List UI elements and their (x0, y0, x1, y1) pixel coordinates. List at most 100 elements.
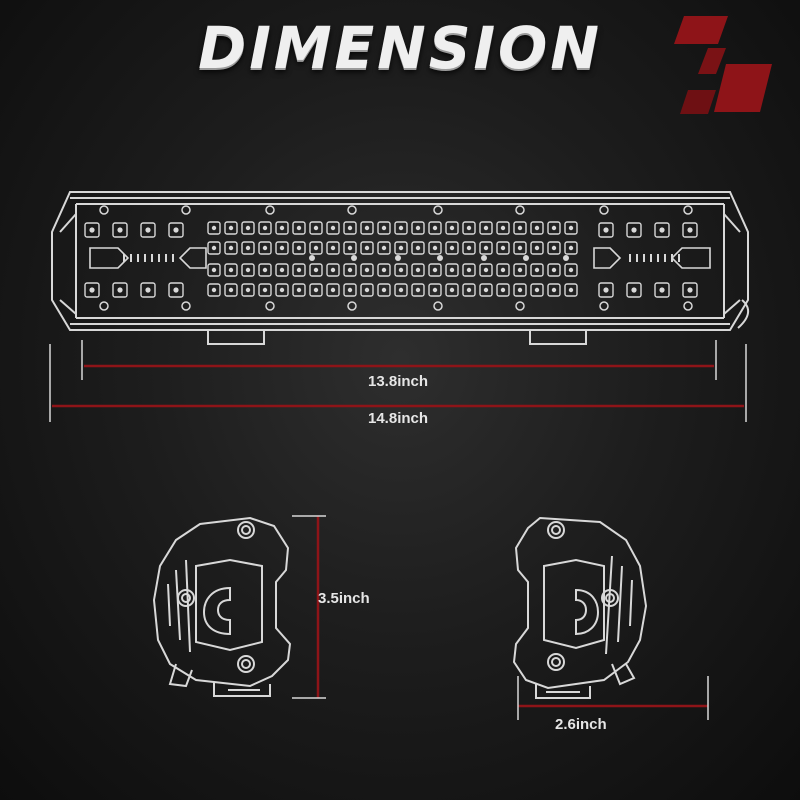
screw-icon (99, 205, 109, 215)
screw-icon (599, 205, 609, 215)
led-cell (479, 263, 493, 277)
led-cell (428, 283, 442, 297)
led-cell (394, 263, 408, 277)
led-cell (326, 241, 340, 255)
led-cell (513, 283, 527, 297)
screw-icon (395, 255, 401, 261)
led-cell (207, 283, 221, 297)
screw-icon (683, 301, 693, 311)
led-cell (360, 241, 374, 255)
led-cell (241, 263, 255, 277)
screw-icon (181, 301, 191, 311)
led-cell (530, 221, 544, 235)
led-cell (224, 283, 238, 297)
screw-icon (515, 205, 525, 215)
led-cell (241, 241, 255, 255)
screw-icon (347, 205, 357, 215)
depth-label: 2.6inch (555, 716, 607, 733)
led-cell (654, 282, 670, 298)
led-cell (292, 283, 306, 297)
led-cell (140, 222, 156, 238)
screw-icon (683, 205, 693, 215)
led-cell (224, 241, 238, 255)
led-cell (258, 283, 272, 297)
screw-icon (309, 255, 315, 261)
led-cell (309, 241, 323, 255)
led-cell (479, 221, 493, 235)
led-cell (112, 222, 128, 238)
led-cell (84, 282, 100, 298)
screw-icon (351, 255, 357, 261)
led-cell (241, 221, 255, 235)
screw-icon (265, 205, 275, 215)
led-cell (292, 263, 306, 277)
led-cell (530, 263, 544, 277)
led-cell (326, 221, 340, 235)
screw-icon (515, 301, 525, 311)
led-cell (207, 263, 221, 277)
led-cell (547, 241, 561, 255)
led-cell (598, 222, 614, 238)
led-cell (258, 221, 272, 235)
led-cell (377, 221, 391, 235)
led-cell (530, 241, 544, 255)
led-cell (479, 283, 493, 297)
led-cell (598, 282, 614, 298)
led-cell (496, 221, 510, 235)
led-cell (343, 241, 357, 255)
led-cell (360, 263, 374, 277)
led-cell (564, 241, 578, 255)
led-cell (411, 241, 425, 255)
screw-icon (99, 301, 109, 311)
led-cell (275, 283, 289, 297)
led-cell (445, 221, 459, 235)
led-cell (411, 221, 425, 235)
screw-icon (181, 205, 191, 215)
led-cell (275, 241, 289, 255)
led-cell (682, 222, 698, 238)
screw-icon (433, 301, 443, 311)
screw-icon (437, 255, 443, 261)
led-cell (445, 241, 459, 255)
led-cell (564, 263, 578, 277)
led-cell (445, 263, 459, 277)
led-cell (626, 282, 642, 298)
led-cell (428, 221, 442, 235)
led-cell (428, 241, 442, 255)
led-cell (360, 283, 374, 297)
led-cell (626, 222, 642, 238)
page-title: DIMENSION (198, 14, 602, 82)
led-cell (224, 263, 238, 277)
led-cell (275, 221, 289, 235)
led-cell (275, 263, 289, 277)
led-cell (513, 221, 527, 235)
led-cell (496, 283, 510, 297)
led-cell (547, 283, 561, 297)
led-cell (207, 221, 221, 235)
screw-icon (433, 205, 443, 215)
led-cell (654, 222, 670, 238)
led-cell (564, 221, 578, 235)
led-cell (547, 221, 561, 235)
led-cell (564, 283, 578, 297)
led-cell (462, 221, 476, 235)
led-cell (168, 282, 184, 298)
led-cell (258, 263, 272, 277)
screw-icon (523, 255, 529, 261)
led-cell (292, 241, 306, 255)
led-cell (462, 241, 476, 255)
led-cell (547, 263, 561, 277)
led-cell (258, 241, 272, 255)
led-cell (496, 263, 510, 277)
led-cell (292, 221, 306, 235)
outer-length-label: 14.8inch (368, 410, 429, 427)
led-cell (377, 263, 391, 277)
led-cell (682, 282, 698, 298)
led-cell (411, 283, 425, 297)
led-cell (326, 283, 340, 297)
inner-length-label: 13.8inch (368, 373, 429, 390)
